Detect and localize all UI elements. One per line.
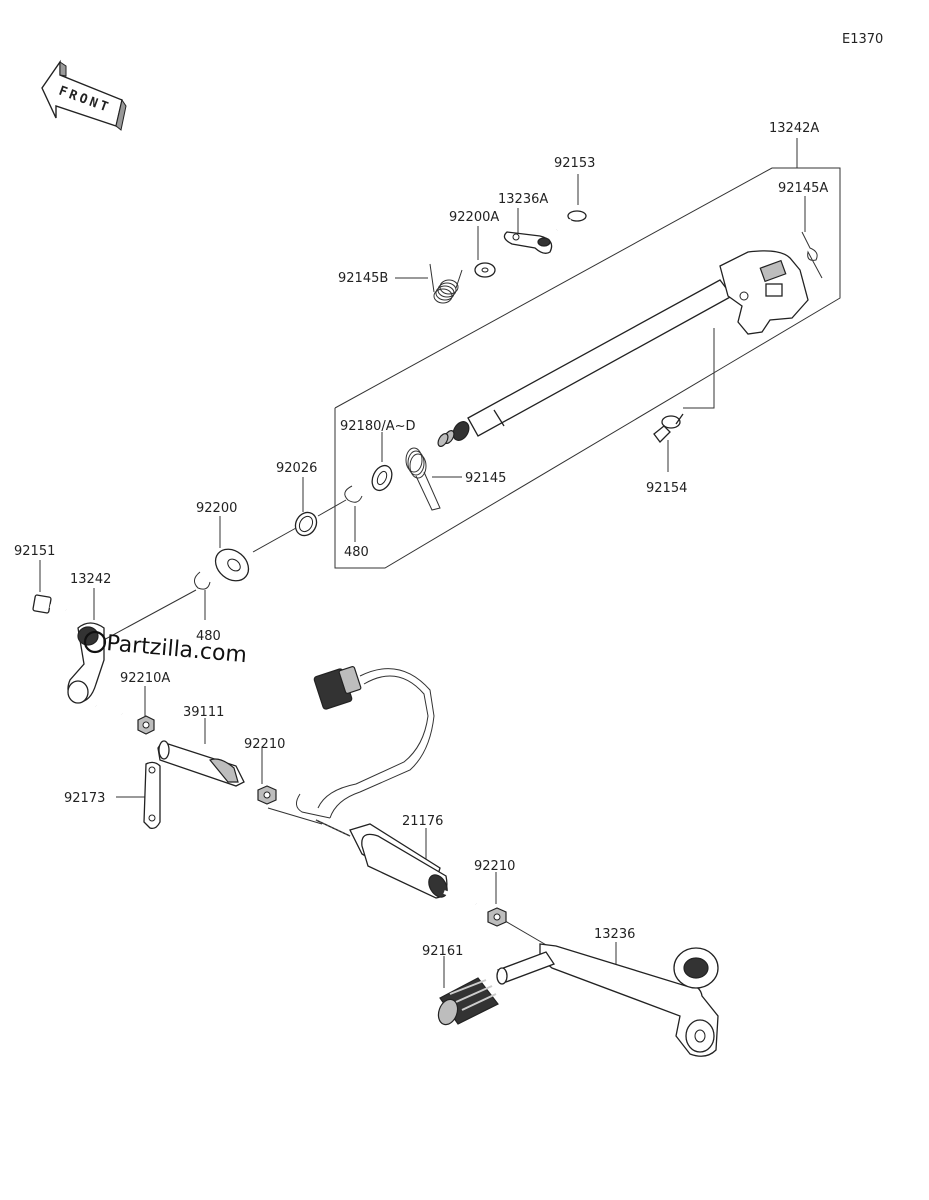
label-13236A: 13236A [498, 192, 548, 207]
sensor-wire [296, 666, 435, 819]
quickshifter-21176 [315, 819, 477, 906]
label-92161: 92161 [422, 944, 463, 959]
shift-pedal-13236 [496, 943, 719, 1057]
label-92151: 92151 [14, 544, 55, 559]
label-92154: 92154 [646, 481, 687, 496]
shift-shaft [437, 250, 809, 447]
circlip-480-lower [194, 571, 211, 590]
washer-92026 [294, 511, 318, 537]
bolt-92151 [32, 594, 67, 614]
label-92180: 92180/A~D [340, 419, 416, 434]
label-92145B: 92145B [338, 271, 388, 286]
nut-92210-upper [257, 785, 277, 805]
label-480-upper: 480 [344, 545, 369, 560]
axis-pedal [499, 917, 549, 947]
label-13236: 13236 [594, 927, 635, 942]
label-39111: 39111 [183, 705, 224, 720]
label-92173: 92173 [64, 791, 105, 806]
collar-92180 [371, 464, 393, 492]
label-92210-lower: 92210 [474, 859, 515, 874]
washer-92200A [474, 262, 496, 278]
label-92145: 92145 [465, 471, 506, 486]
axis-lower [99, 589, 197, 643]
label-92210-upper: 92210 [244, 737, 285, 752]
plate-13236A [503, 231, 553, 254]
circlip-480-upper [344, 485, 363, 503]
spring-92145B [429, 263, 463, 304]
label-13242: 13242 [70, 572, 111, 587]
axis-link [267, 807, 323, 825]
diagram-code: E1370 [842, 32, 883, 47]
washer-92200 [214, 548, 250, 582]
rod-39111 [157, 740, 245, 787]
label-92153: 92153 [554, 156, 595, 171]
watermark: Partzilla.com [105, 631, 247, 668]
label-13242A: 13242A [769, 121, 819, 136]
label-92026: 92026 [276, 461, 317, 476]
axis-upper [252, 527, 297, 553]
leader-92154-b [683, 328, 715, 409]
label-480-lower: 480 [196, 629, 221, 644]
pin-92145A [801, 231, 823, 279]
label-92200A: 92200A [449, 210, 499, 225]
axis-upper-b [317, 499, 347, 517]
label-21176: 21176 [402, 814, 443, 829]
nut-92210A [137, 715, 155, 735]
watermark-logo-icon [83, 630, 107, 654]
label-92200: 92200 [196, 501, 237, 516]
bolt-92154 [653, 413, 684, 443]
assembly-boundary [334, 167, 841, 569]
rubber-92161 [437, 977, 499, 1026]
front-arrow-icon: FRONT [41, 59, 127, 131]
spring-92145 [405, 447, 441, 511]
nut-92210-lower [487, 907, 507, 927]
plate-92173 [143, 761, 161, 830]
bolt-92153 [556, 210, 587, 232]
label-92210A: 92210A [120, 671, 170, 686]
label-92145A: 92145A [778, 181, 828, 196]
